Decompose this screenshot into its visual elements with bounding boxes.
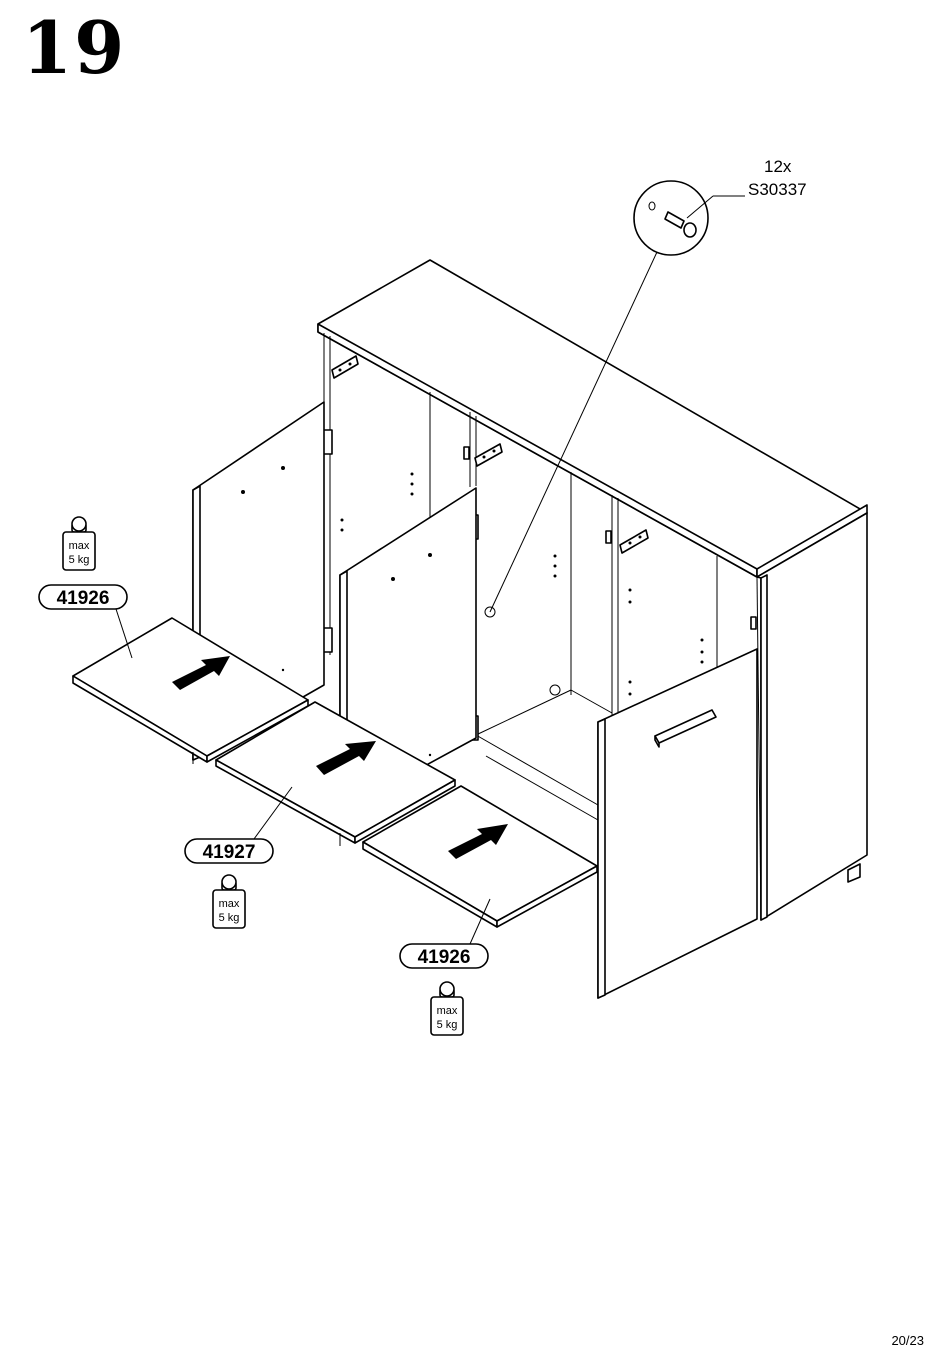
svg-text:max: max bbox=[69, 540, 90, 552]
svg-text:max: max bbox=[219, 898, 240, 910]
page-number: 20/23 bbox=[891, 1333, 924, 1348]
insert-arrow-icon bbox=[172, 656, 230, 690]
weight-limit-right: max 5 kg bbox=[430, 981, 464, 1036]
hardware-callout: 12x S30337 bbox=[489, 157, 807, 613]
part-label-41926-left: 41926 bbox=[38, 584, 133, 659]
hardware-quantity: 12x bbox=[764, 157, 792, 176]
insert-arrow-icon bbox=[316, 741, 376, 775]
right-door bbox=[597, 648, 758, 999]
insert-arrow-icon bbox=[448, 824, 508, 859]
svg-text:5 kg: 5 kg bbox=[219, 912, 240, 924]
svg-text:5 kg: 5 kg bbox=[69, 554, 90, 566]
weight-icon bbox=[62, 516, 96, 571]
part-label-41926-right: 41926 bbox=[399, 898, 491, 969]
hardware-code: S30337 bbox=[748, 180, 807, 199]
step-number: 19 bbox=[22, 5, 127, 90]
weight-icon bbox=[212, 874, 246, 929]
svg-text:5 kg: 5 kg bbox=[437, 1019, 458, 1031]
cabinet-body bbox=[317, 259, 868, 921]
weight-limit-middle: max 5 kg bbox=[212, 874, 246, 929]
part-number: 41926 bbox=[418, 947, 471, 968]
weight-icon bbox=[430, 981, 464, 1036]
svg-text:max: max bbox=[437, 1005, 458, 1017]
weight-limit-left: max 5 kg bbox=[62, 516, 96, 571]
shelf-right bbox=[362, 785, 598, 928]
part-label-41927: 41927 bbox=[184, 786, 293, 864]
part-number: 41927 bbox=[203, 842, 256, 863]
part-number: 41926 bbox=[57, 588, 110, 609]
shelf-middle bbox=[215, 701, 456, 846]
